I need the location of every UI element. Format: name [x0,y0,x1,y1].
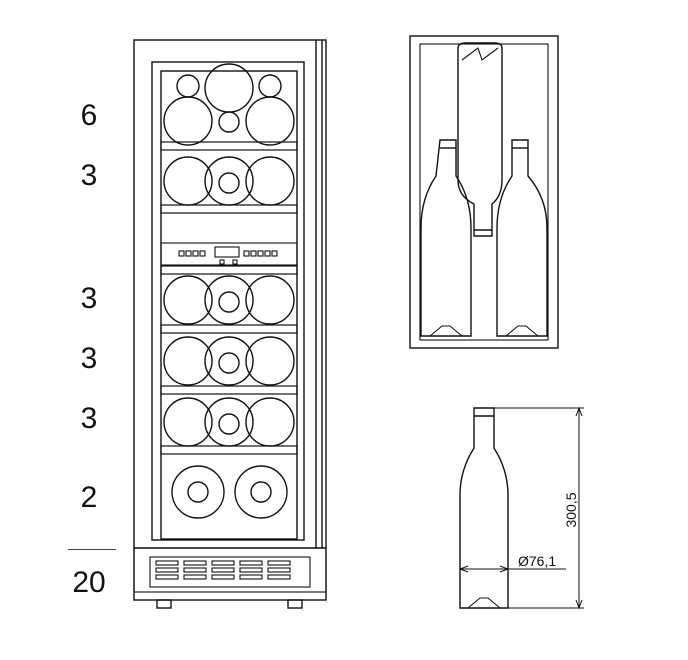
bottle-diameter-label: Ø76,1 [518,553,556,569]
bottle-outline [459,407,509,609]
shelf-6-bottles [171,465,288,519]
cooler-outer-frame [133,39,327,601]
control-panel [160,242,298,266]
shelf-count-4: 3 [80,342,98,375]
shelf-rails [160,141,298,455]
shelf-count-3: 3 [80,282,98,315]
shelf-4-bottles [163,336,295,386]
shelf-5-bottles [163,397,295,447]
shelf-count-6: 2 [80,481,98,514]
total-divider [68,549,116,550]
cooler-feet [156,599,303,609]
shelf-3-bottles [163,275,295,325]
door-glass-inner [160,70,298,540]
plinth-vent [133,547,327,593]
bottle-height-label: 300,5 [563,492,579,527]
shelf-count-2: 3 [80,159,98,192]
shelf-count-5: 3 [80,402,98,435]
shelf-2-bottles [163,156,295,206]
bottle-dimension-drawing [458,406,584,610]
total-count: 20 [72,566,106,599]
shelf-count-1: 6 [80,99,98,132]
shelf-1-bottles [163,63,295,146]
door-glass-frame [151,61,305,541]
wine-cooler-drawing [133,39,327,609]
shelf-side-view [409,35,559,349]
vent-slots [155,560,291,580]
